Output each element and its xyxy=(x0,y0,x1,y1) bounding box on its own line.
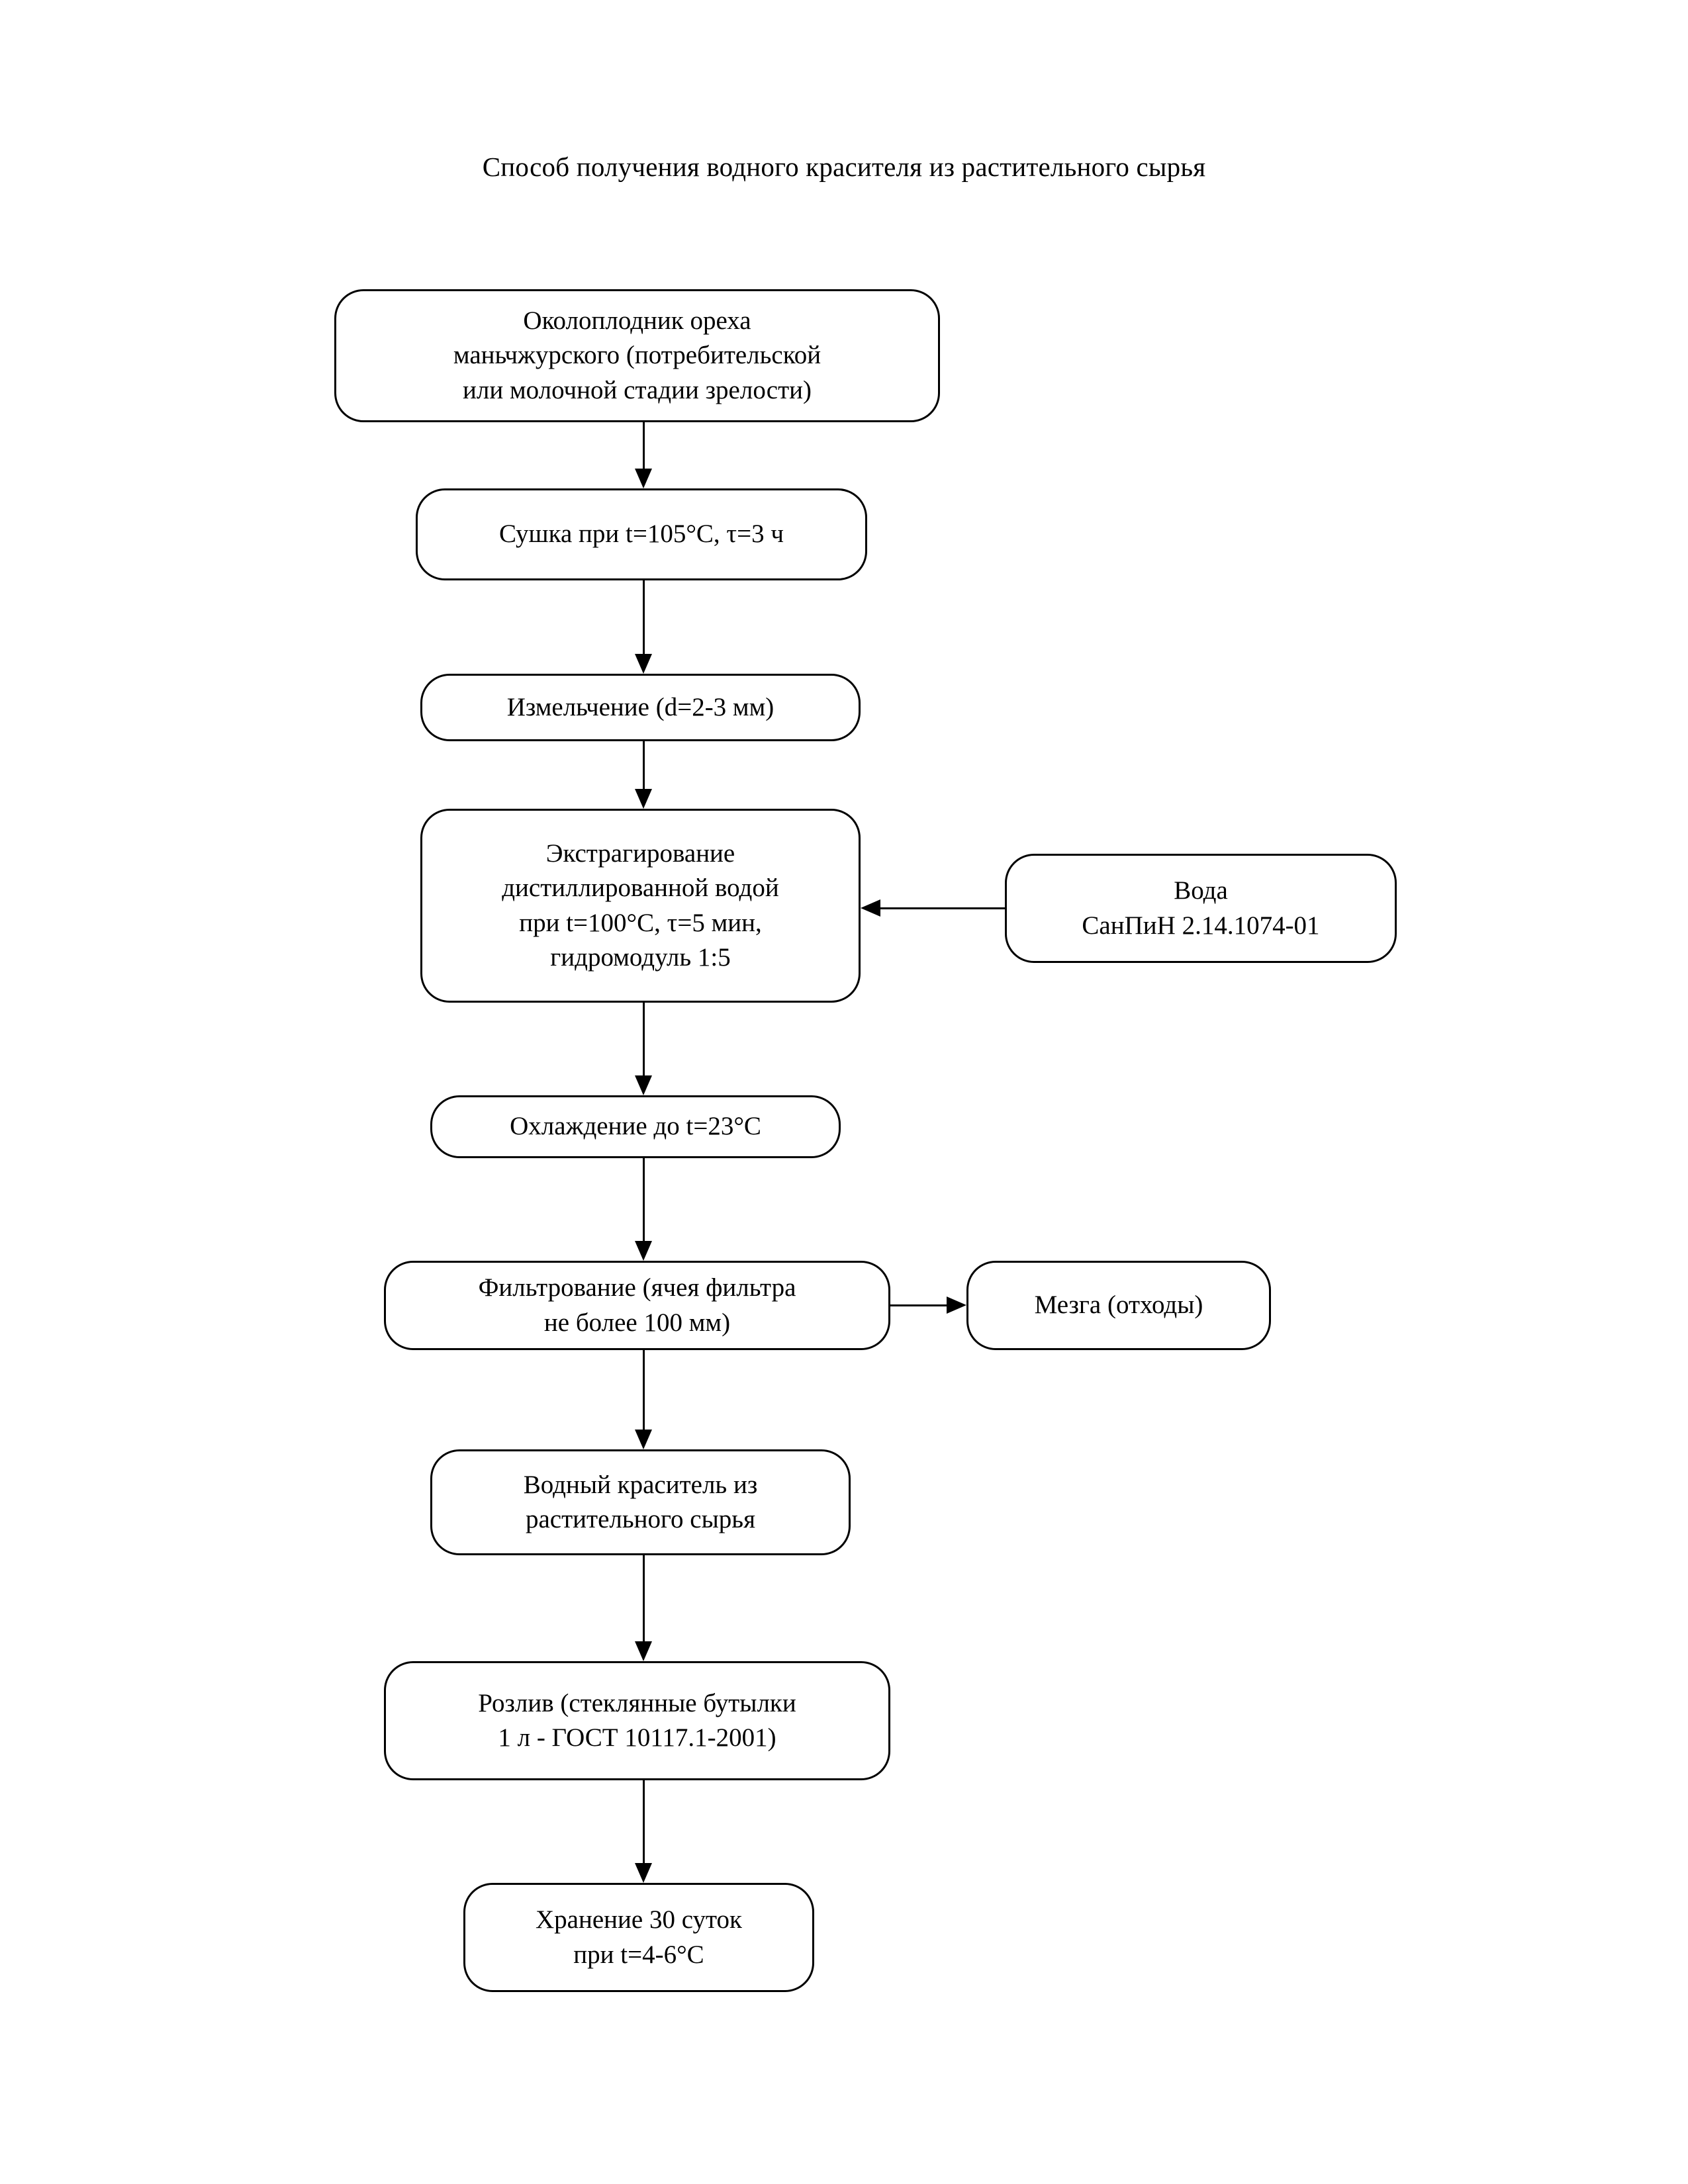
edge-dye-product-to-bottling xyxy=(643,1555,645,1643)
edge-drying-to-grinding xyxy=(643,580,645,655)
node-drying: Сушка при t=105°С, τ=3 ч xyxy=(416,488,867,580)
edge-filtration-to-pulp-waste xyxy=(890,1304,949,1306)
arrowhead-bottling xyxy=(635,1641,652,1661)
node-water: Вода СанПиН 2.14.1074-01 xyxy=(1005,854,1397,963)
edge-filtration-to-dye-product xyxy=(643,1350,645,1431)
node-cooling-label: Охлаждение до t=23°С xyxy=(510,1112,761,1141)
node-bottling: Розлив (стеклянные бутылки 1 л - ГОСТ 10… xyxy=(384,1661,890,1780)
arrowhead-pulp-waste xyxy=(947,1297,966,1314)
node-dye-product-label: Водный краситель из растительного сырья xyxy=(523,1470,758,1533)
node-bottling-label: Розлив (стеклянные бутылки 1 л - ГОСТ 10… xyxy=(478,1688,796,1752)
node-drying-label: Сушка при t=105°С, τ=3 ч xyxy=(499,520,784,549)
edge-extraction-to-cooling xyxy=(643,1003,645,1077)
page-title: Способ получения водного красителя из ра… xyxy=(482,152,1206,182)
edge-water-to-extraction xyxy=(880,907,1006,909)
arrowhead-extraction xyxy=(635,789,652,809)
node-pulp-waste-label: Мезга (отходы) xyxy=(1034,1291,1203,1320)
node-raw-material: Околоплодник ореха маньчжурского (потреб… xyxy=(334,289,940,422)
arrowhead-storage xyxy=(635,1863,652,1883)
node-storage-label: Хранение 30 суток при t=4-6°С xyxy=(536,1905,742,1969)
node-grinding-label: Измельчение (d=2-3 мм) xyxy=(506,692,774,721)
node-water-label: Вода СанПиН 2.14.1074-01 xyxy=(1082,876,1320,940)
node-filtration-label: Фильтрование (ячея фильтра не более 100 … xyxy=(478,1273,796,1337)
arrowhead-filtration xyxy=(635,1241,652,1261)
edge-cooling-to-filtration xyxy=(643,1158,645,1242)
node-storage: Хранение 30 суток при t=4-6°С xyxy=(463,1883,814,1992)
node-raw-material-label: Околоплодник ореха маньчжурского (потреб… xyxy=(453,306,821,404)
edge-bottling-to-storage xyxy=(643,1780,645,1864)
arrowhead-cooling xyxy=(635,1075,652,1095)
node-extraction: Экстрагирование дистиллированной водой п… xyxy=(420,809,861,1003)
node-cooling: Охлаждение до t=23°С xyxy=(430,1095,841,1158)
arrowhead-dye-product xyxy=(635,1430,652,1449)
arrowhead-drying xyxy=(635,469,652,488)
edge-raw-material-to-drying xyxy=(643,422,645,470)
node-pulp-waste: Мезга (отходы) xyxy=(966,1261,1271,1350)
arrowhead-extraction-from-water xyxy=(861,899,880,917)
node-grinding: Измельчение (d=2-3 мм) xyxy=(420,674,861,741)
node-filtration: Фильтрование (ячея фильтра не более 100 … xyxy=(384,1261,890,1350)
edge-grinding-to-extraction xyxy=(643,741,645,790)
node-extraction-label: Экстрагирование дистиллированной водой п… xyxy=(502,839,779,972)
arrowhead-grinding xyxy=(635,654,652,674)
node-dye-product: Водный краситель из растительного сырья xyxy=(430,1449,851,1555)
